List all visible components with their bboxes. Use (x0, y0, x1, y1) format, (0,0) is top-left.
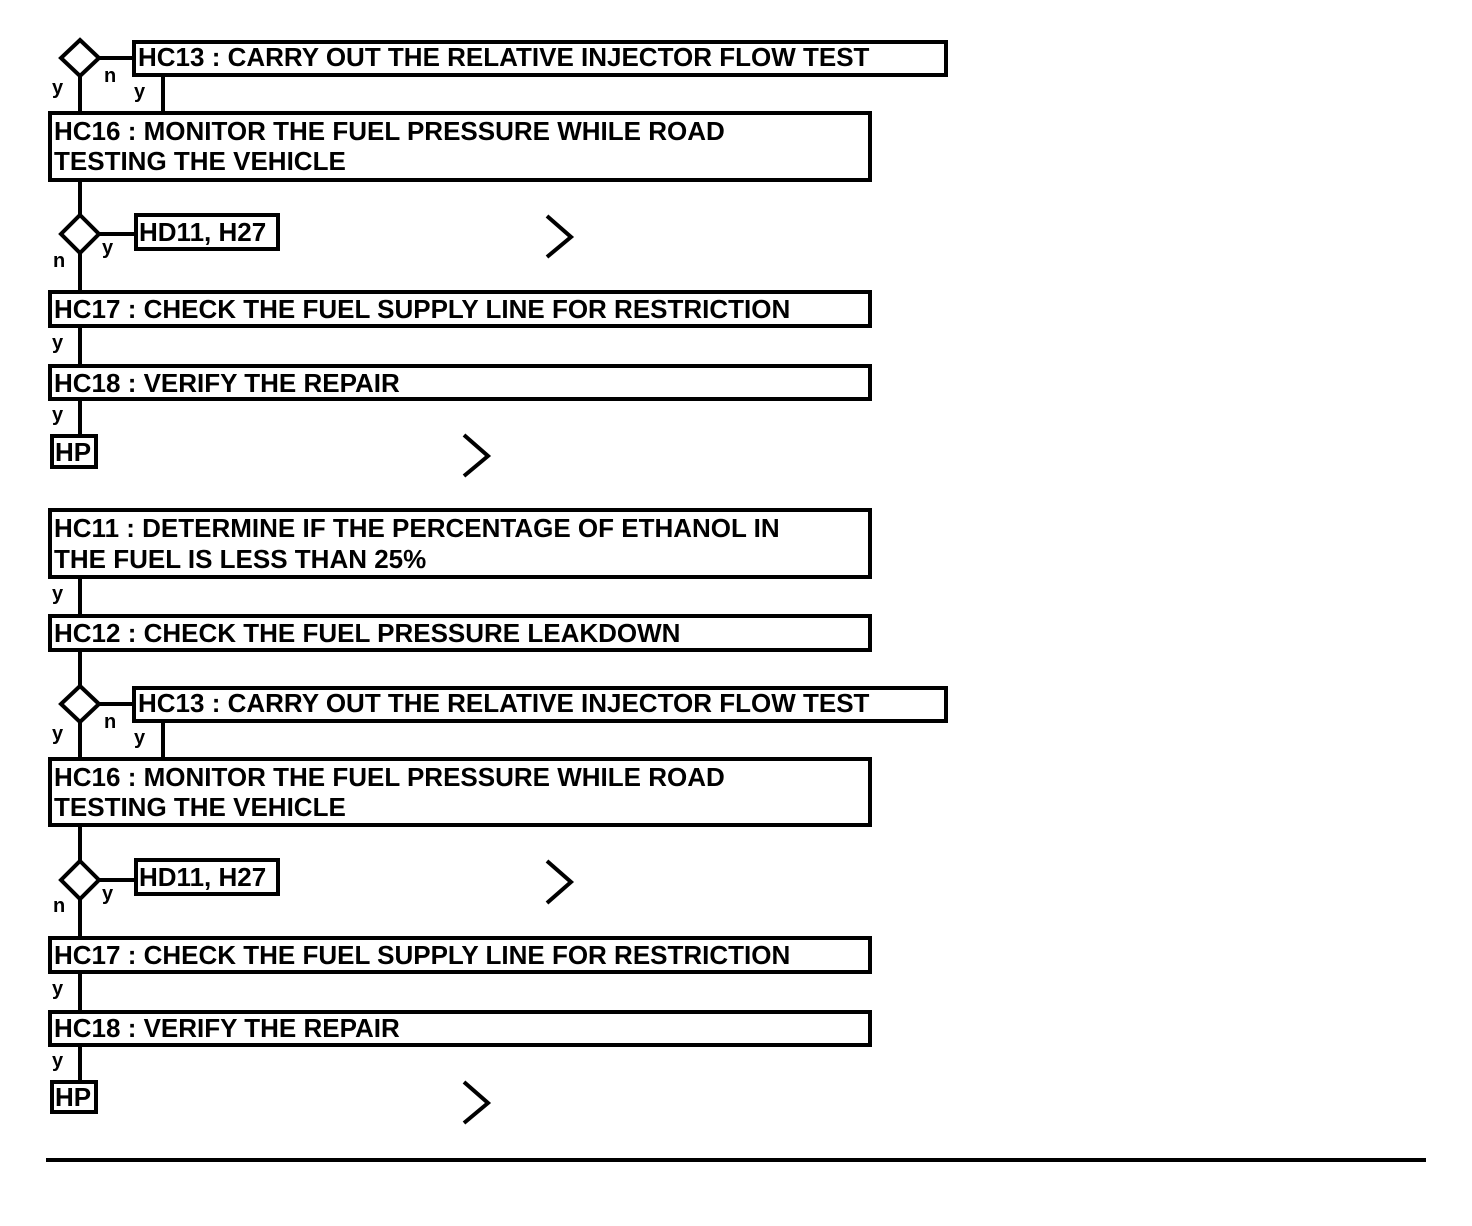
step-text-hc17: HC17 : CHECK THE FUEL SUPPLY LINE FOR RE… (54, 940, 790, 970)
branch-label-yes: y (134, 727, 146, 749)
branch-label-yes: y (52, 77, 64, 99)
decision-diamond (58, 37, 102, 79)
decision-diamond (58, 212, 102, 256)
step-text-hc11-line2: THE FUEL IS LESS THAN 25% (54, 544, 426, 574)
step-text-hp: HP (55, 437, 91, 467)
step-text-hc12: HC12 : CHECK THE FUEL PRESSURE LEAKDOWN (54, 618, 680, 648)
step-box-hc16 (48, 111, 872, 182)
branch-label-no: n (53, 895, 65, 917)
step-box-hd11 (134, 858, 280, 896)
step-text-hp: HP (55, 1082, 91, 1112)
continuation-arrow (545, 859, 575, 905)
step-text-hc16-line1: HC16 : MONITOR THE FUEL PRESSURE WHILE R… (54, 116, 725, 146)
step-box-hp (50, 1080, 98, 1114)
branch-label-yes: y (102, 883, 114, 905)
step-box-hc12 (48, 614, 872, 652)
continuation-arrow (545, 214, 575, 259)
branch-label-yes: y (52, 404, 64, 426)
step-text-hc16-line2: TESTING THE VEHICLE (54, 146, 346, 176)
step-box-hc13 (132, 686, 948, 723)
step-box-hd11 (134, 213, 280, 251)
branch-label-yes: y (134, 81, 146, 103)
step-box-hp (50, 434, 98, 469)
step-text-hc17: HC17 : CHECK THE FUEL SUPPLY LINE FOR RE… (54, 294, 790, 324)
step-text-hc11-line1: HC11 : DETERMINE IF THE PERCENTAGE OF ET… (54, 513, 780, 543)
decision-diamond (58, 683, 102, 725)
step-text-hc18: HC18 : VERIFY THE REPAIR (54, 1013, 400, 1043)
continuation-arrow (462, 433, 492, 478)
branch-label-yes: y (52, 332, 64, 354)
decision-diamond (58, 858, 102, 902)
branch-label-yes: y (52, 583, 64, 605)
step-box-hc16 (48, 757, 872, 827)
step-text-hc18: HC18 : VERIFY THE REPAIR (54, 368, 400, 398)
branch-label-yes: y (52, 978, 64, 1000)
step-text-hc13: HC13 : CARRY OUT THE RELATIVE INJECTOR F… (138, 42, 870, 72)
branch-label-no: n (104, 711, 116, 733)
step-box-hc17 (48, 290, 872, 328)
step-box-hc11 (48, 508, 872, 579)
step-box-hc13 (132, 40, 948, 77)
branch-label-no: n (104, 65, 116, 87)
step-text-hc13: HC13 : CARRY OUT THE RELATIVE INJECTOR F… (138, 688, 870, 718)
branch-label-no: n (53, 250, 65, 272)
step-box-hc18 (48, 364, 872, 401)
step-text-hd11: HD11, H27 (139, 862, 266, 892)
continuation-arrow (462, 1080, 492, 1125)
step-text-hc16-line1: HC16 : MONITOR THE FUEL PRESSURE WHILE R… (54, 762, 725, 792)
branch-label-yes: y (102, 237, 114, 259)
step-box-hc17 (48, 936, 872, 974)
step-text-hd11: HD11, H27 (139, 217, 266, 247)
branch-label-yes: y (52, 1050, 64, 1072)
step-text-hc16-line2: TESTING THE VEHICLE (54, 792, 346, 822)
step-box-hc18 (48, 1010, 872, 1047)
branch-label-yes: y (52, 723, 64, 745)
